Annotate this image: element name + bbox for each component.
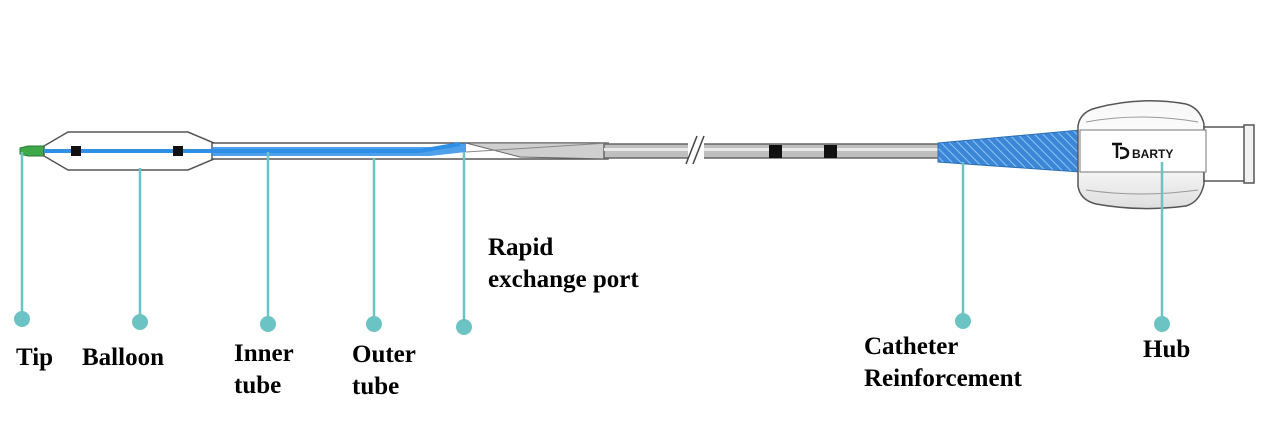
label-hub: Hub	[1143, 336, 1191, 363]
label-balloon: Balloon	[82, 344, 164, 371]
rapid-exchange-port	[465, 142, 609, 160]
leader-dot-hub	[1154, 316, 1170, 332]
hub	[1077, 100, 1255, 210]
leader-lines	[14, 152, 1170, 335]
catheter-reinforcement	[937, 129, 1081, 173]
shaft-marker	[769, 145, 782, 158]
inner-tube	[44, 142, 466, 156]
leader-dot-balloon	[132, 314, 148, 330]
label-inner-tube: Inner tube	[234, 340, 294, 399]
brand-logo-text: BARTY	[1132, 147, 1173, 161]
label-tip: Tip	[16, 344, 54, 371]
tip	[19, 145, 47, 157]
leader-dot-outer-tube	[366, 316, 382, 332]
leader-dot-reinforcement	[955, 313, 971, 329]
leader-dot-rapid-exchange	[456, 319, 472, 335]
label-outer-tube: Outer tube	[352, 341, 416, 400]
label-catheter-reinforcement: Catheter Reinforcement	[864, 333, 1022, 392]
brand-logo: BARTY	[1112, 142, 1173, 161]
leader-dot-inner-tube	[260, 316, 276, 332]
leader-dot-tip	[14, 311, 30, 327]
shaft-marker	[824, 145, 837, 158]
shaft-break-mark	[685, 135, 705, 165]
marker-band	[71, 146, 81, 156]
marker-band	[173, 146, 183, 156]
label-rapid-exchange-port: Rapid exchange port	[488, 234, 639, 293]
